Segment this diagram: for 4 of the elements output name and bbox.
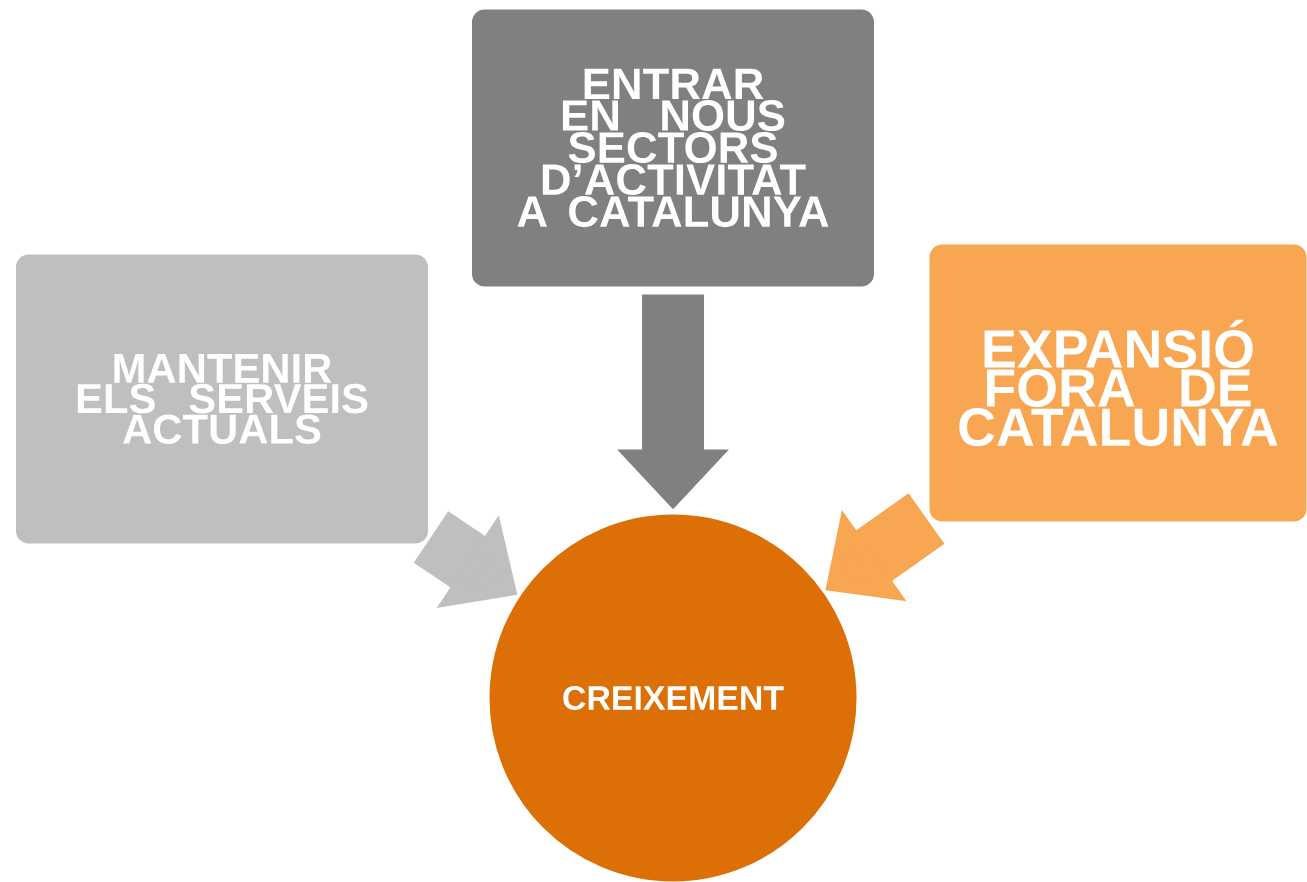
circle-node: CREIXEMENT [486,511,860,882]
process-box: ENTRAR EN NOUS SECTORS D’ACTIVITAT A CATALUNYA [469,6,877,290]
process-box: MANTENIR ELS SERVEIS ACTUALS [13,251,431,547]
process-box: EXPANSIÓ FORA DE CATALUNYA [926,241,1307,525]
